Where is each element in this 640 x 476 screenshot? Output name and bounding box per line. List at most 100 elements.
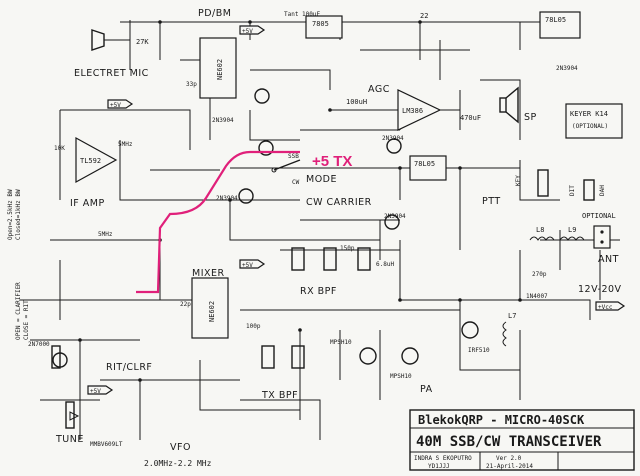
tant-label: Tant 100uF <box>284 11 321 18</box>
tx-bpf-label: TX BPF <box>261 390 298 401</box>
mode-switch <box>271 159 301 173</box>
bw-closed-note: Closed=1kHz BW <box>15 189 22 240</box>
antenna-connector <box>593 225 611 249</box>
reg-78l05-mid: 78L05 <box>409 155 447 181</box>
keyer-optional: (OPTIONAL) <box>572 123 608 130</box>
clarifier-note: OPEN = CLARIFIER <box>15 282 22 340</box>
c470u-label: 470uF <box>460 114 481 122</box>
vfo-range-label: 2.0MHz-2.2 MHz <box>144 459 212 468</box>
ptt-key-jacks <box>537 169 595 201</box>
p5v-2: +5V <box>110 102 121 109</box>
l100u-label: 100uH <box>346 98 367 106</box>
pd-bm-label: PD/BM <box>198 8 231 19</box>
in4007-label: 1N4007 <box>526 293 548 300</box>
ne602-mixer: NE602 <box>191 277 229 339</box>
vfo-label: VFO <box>170 442 191 453</box>
supply-label: 12V-20V <box>578 284 622 295</box>
wiring <box>20 20 620 440</box>
xtal-5mhz2-label: 5MHz <box>98 231 113 238</box>
reg-78l05-top: 78L05 <box>539 11 581 39</box>
rit-clrf-label: RIT/CLRF <box>106 362 152 373</box>
cw-carrier-label: CW CARRIER <box>306 197 372 208</box>
q2-label: 2N3904 <box>382 135 404 142</box>
keyer-box: KEYER K14 (OPTIONAL) <box>565 103 623 139</box>
rx-bpf-label: RX BPF <box>300 286 337 297</box>
reg-7805-top-label: 7805 <box>312 20 329 28</box>
lm386-label: LM386 <box>402 107 423 115</box>
agc-label: AGC <box>368 84 390 95</box>
ne602-mixer-label: NE602 <box>208 301 216 322</box>
vcc-tag: +Vcc <box>598 304 613 311</box>
c22p-label: 22p <box>180 301 191 308</box>
mmbv-label: MMBV609LT <box>90 441 123 448</box>
c33p-label: 33p <box>186 81 197 88</box>
title-block <box>409 409 635 471</box>
key-label: KEY <box>515 175 522 186</box>
cw-label: CW <box>292 179 300 186</box>
bw-open-note: Open=2.5kHz BW <box>7 189 14 240</box>
title-date: 21-April-2014 <box>486 463 533 470</box>
l7-label: L7 <box>508 312 516 320</box>
p5v-4: +5V <box>90 388 101 395</box>
tune-label: TUNE <box>55 434 84 445</box>
junction-dots <box>78 20 522 382</box>
q2n7000-label: 2N7000 <box>28 341 50 348</box>
l68u-label: 6.8uH <box>376 261 394 268</box>
tx-rail-markup <box>136 150 300 294</box>
lpf-coils <box>502 236 585 347</box>
title-version: Ver 2.0 <box>496 455 522 462</box>
reg-78l05-top-label: 78L05 <box>545 16 566 24</box>
xtal-5mhz-label: 5MHz <box>118 141 133 148</box>
p5v-3: +5V <box>242 262 253 269</box>
reg-7805-top: 7805 <box>305 15 343 39</box>
plus5tx-label: +5 TX <box>312 153 352 170</box>
r27k-label: 27K <box>136 38 149 46</box>
mode-label: MODE <box>306 174 337 185</box>
rx-bpf-coils <box>291 247 371 271</box>
speaker-symbol <box>499 86 519 124</box>
title-author: INDRA S EKOPUTRO <box>414 455 472 462</box>
ptt-label: PTT <box>482 196 501 207</box>
l8-label: L8 <box>536 226 544 234</box>
dah-label: DAH <box>599 185 606 196</box>
ne602-top-label: NE602 <box>216 59 224 80</box>
transistors <box>52 88 479 368</box>
sp-label: SP <box>524 112 537 123</box>
q1-label: 2N3904 <box>212 117 234 124</box>
l9-label: L9 <box>568 226 576 234</box>
mpsh10a-label: MPSH10 <box>330 339 352 346</box>
ant-label: ANT <box>598 254 619 265</box>
c150p-label: 150p <box>340 245 355 252</box>
tl592-label: TL592 <box>80 157 101 165</box>
tl592-if-amp: TL592 <box>75 136 118 184</box>
mixer-label: MIXER <box>192 268 225 279</box>
title-callsign: YD1JJJ <box>428 463 450 470</box>
if-amp-label: IF AMP <box>70 198 105 209</box>
title-line2: 40M SSB/CW TRANSCEIVER <box>416 434 602 450</box>
dit-label: DIT <box>569 185 576 196</box>
tx-bpf-coils <box>261 345 305 369</box>
pa-label: PA <box>420 384 433 395</box>
title-line1: BlekokQRP - MICRO-40SCK <box>418 413 585 427</box>
irf510-label: IRF510 <box>468 347 490 354</box>
q4-label: 2N3904 <box>384 213 406 220</box>
rit-note: CLOSE = RIT <box>23 300 30 340</box>
q3-label: 2N3904 <box>216 195 238 202</box>
r22-label: 22 <box>420 12 428 20</box>
optional-label: OPTIONAL <box>582 212 616 220</box>
c270p-label: 270p <box>532 271 547 278</box>
c100p-label: 100p <box>246 323 261 330</box>
reg-78l05-mid-label: 78L05 <box>414 160 435 168</box>
power-tags <box>87 25 626 395</box>
mpsh10b-label: MPSH10 <box>390 373 412 380</box>
keyer-label: KEYER K14 <box>570 110 608 118</box>
lm386-amp: LM386 <box>397 89 442 131</box>
potentiometers <box>51 345 80 429</box>
q5-label: 2N3904 <box>556 65 578 72</box>
r10k-label: 10K <box>54 145 65 152</box>
electret-mic-label: ELECTRET MIC <box>74 68 149 79</box>
ne602-pd-bm: NE602 <box>199 37 237 99</box>
p5v-1: +5V <box>242 28 253 35</box>
